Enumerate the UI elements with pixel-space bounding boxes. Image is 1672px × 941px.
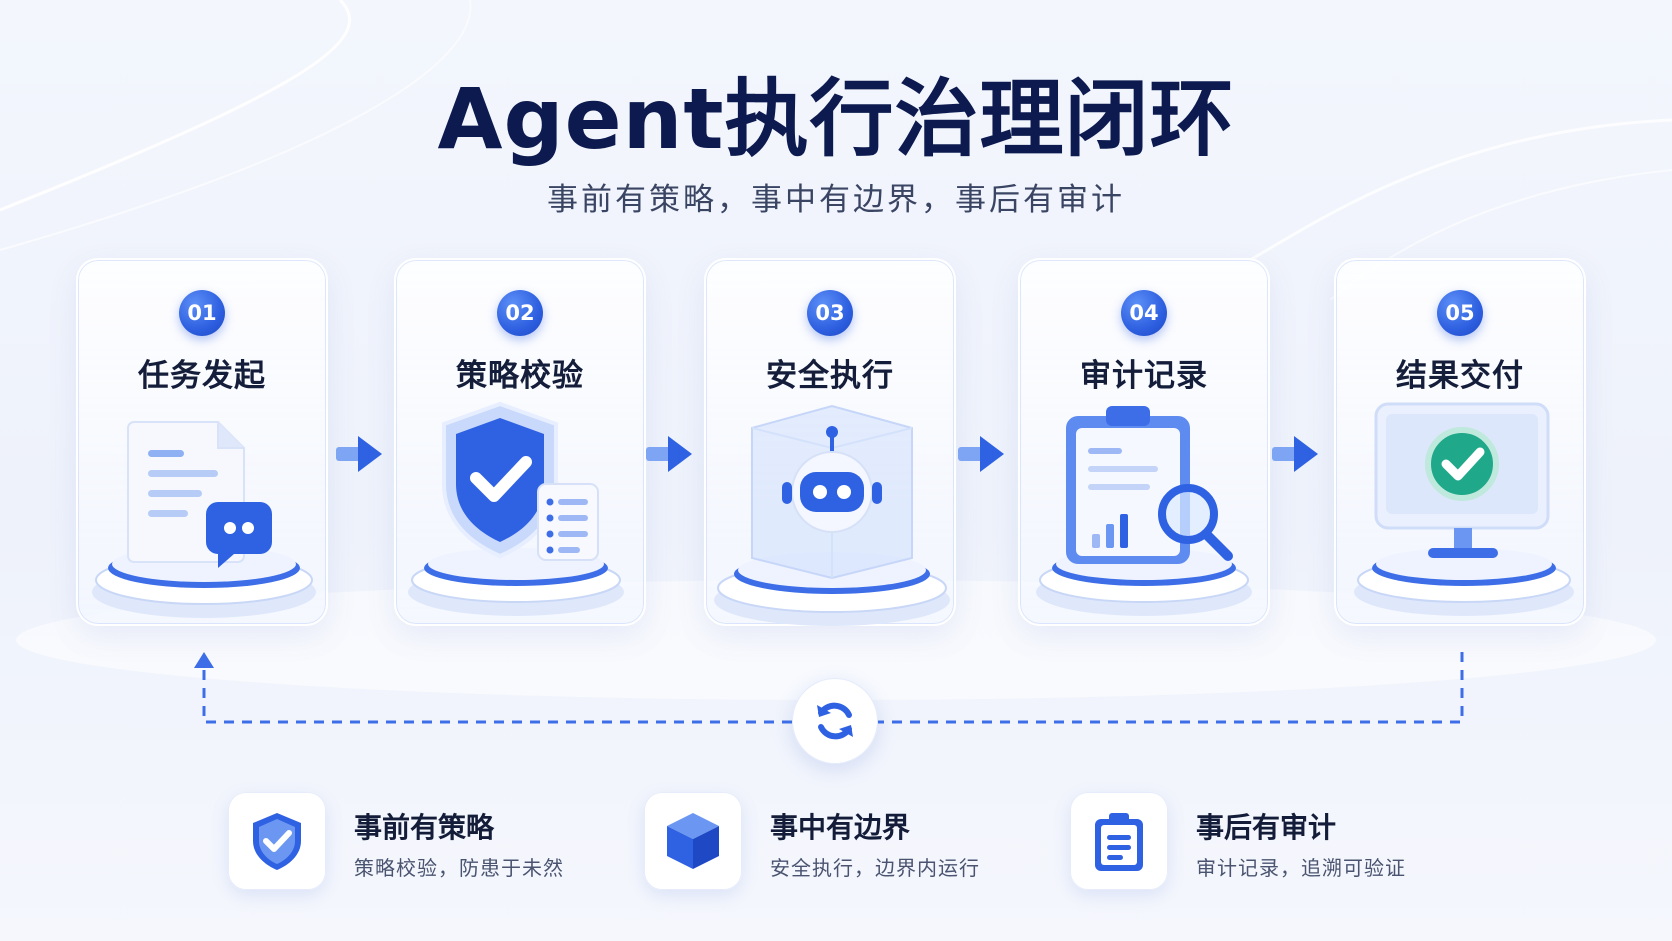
step-label: 结果交付: [1396, 358, 1524, 394]
document-chat-icon: [92, 421, 316, 618]
clipboard-magnifier-icon: [1036, 406, 1252, 616]
step-label: 安全执行: [766, 358, 894, 394]
robot-cube-icon: [714, 404, 950, 626]
step-number-badge: 01: [179, 290, 225, 336]
arrow-right-icon: [958, 436, 1004, 472]
step-card-policy-check: 02 策略校验: [394, 258, 646, 626]
refresh-cycle-icon: [792, 678, 878, 764]
feature-title: 事前有策略: [354, 811, 495, 844]
step-card-task-start: 01 任务发起: [76, 258, 328, 626]
feature-description: 审计记录，追溯可验证: [1196, 856, 1406, 880]
step-number-badge: 02: [497, 290, 543, 336]
feature-after-audit: 事后有审计 审计记录，追溯可验证: [1070, 792, 1430, 890]
page-subtitle: 事前有策略，事中有边界，事后有审计: [547, 182, 1125, 218]
feature-before-policy: 事前有策略 策略校验，防患于未然: [228, 792, 588, 890]
monitor-check-icon: [1354, 402, 1574, 616]
step-card-result-delivery: 05 结果交付: [1334, 258, 1586, 626]
step-label: 审计记录: [1080, 358, 1208, 394]
step-number-badge: 05: [1437, 290, 1483, 336]
feature-title: 事后有审计: [1196, 811, 1337, 844]
cube-icon: [644, 792, 742, 890]
step-label: 任务发起: [138, 358, 266, 394]
step-number-badge: 04: [1121, 290, 1167, 336]
clipboard-list-icon: [1070, 792, 1168, 890]
step-card-secure-execution: 03 安全执行: [704, 258, 956, 626]
step-label: 策略校验: [456, 358, 584, 394]
feature-description: 策略校验，防患于未然: [354, 856, 564, 880]
feature-during-boundary: 事中有边界 安全执行，边界内运行: [644, 792, 1004, 890]
shield-check-icon: [228, 792, 326, 890]
shield-check-icon: [408, 401, 624, 616]
feature-description: 安全执行，边界内运行: [770, 856, 980, 880]
arrow-right-icon: [336, 436, 382, 472]
page-title: Agent执行治理闭环: [437, 70, 1235, 168]
feature-title: 事中有边界: [770, 811, 911, 844]
arrow-right-icon: [646, 436, 692, 472]
arrow-right-icon: [1272, 436, 1318, 472]
step-card-audit-record: 04 审计记录: [1018, 258, 1270, 626]
step-number-badge: 03: [807, 290, 853, 336]
